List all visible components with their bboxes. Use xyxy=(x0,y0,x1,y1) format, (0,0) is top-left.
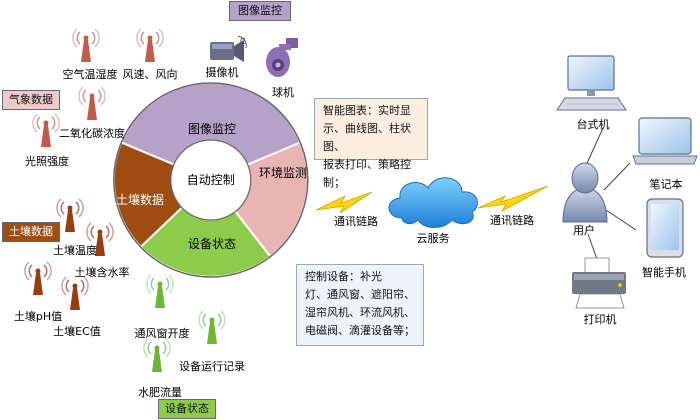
antenna-tower-icon xyxy=(143,338,171,373)
wheel-label-env: 环境监测 xyxy=(259,165,307,180)
wheel-center-circle xyxy=(170,139,252,221)
sensor-soil-ph: 土壤pH值 xyxy=(14,309,62,323)
camera-icon: C xyxy=(210,35,247,62)
antenna-tower-icon xyxy=(24,261,52,296)
tag-weather-data: 气象数据 xyxy=(2,90,60,110)
tag-image-monitor: 图像监控 xyxy=(229,1,291,21)
desktop-label: 台式机 xyxy=(577,117,610,131)
phone-icon xyxy=(646,198,684,258)
sensor-light: 光照强度 xyxy=(25,154,69,168)
tag-device-status: 设备状态 xyxy=(158,399,216,419)
wheel-center-label: 自动控制 xyxy=(187,173,235,187)
camera-label: 摄像机 xyxy=(206,65,239,79)
dome-camera-label: 球机 xyxy=(272,85,294,99)
antenna-tower-icon xyxy=(136,28,164,63)
wheel-label-soil: 土壤数据 xyxy=(116,192,164,207)
phone-label: 智能手机 xyxy=(642,265,686,279)
sensor-soil-temp: 土壤温度 xyxy=(53,243,97,257)
sensor-air-temp-humidity: 空气温湿度 xyxy=(63,67,118,81)
charts-note-line: 示、曲线图、柱状图、 xyxy=(323,122,411,153)
control-note-line: 灯、通风窗、遮阳帘、 xyxy=(305,288,415,301)
link-right-label: 通讯链路 xyxy=(490,213,534,227)
svg-text:C: C xyxy=(240,37,246,46)
wheel-label-image: 图像监控 xyxy=(188,122,236,136)
control-note: 控制设备：补光 灯、通风窗、遮阳帘、 湿帘风机、环流风机、 电磁阀、滴灌设备等； xyxy=(296,264,424,346)
antenna-tower-icon xyxy=(146,274,174,309)
sensor-soil-ec: 土壤EC值 xyxy=(53,324,101,338)
charts-note-line: 智能图表：实时显 xyxy=(323,104,411,117)
user-label: 用户 xyxy=(573,223,595,237)
cloud-icon xyxy=(388,177,478,228)
wheel-label-device: 设备状态 xyxy=(188,237,236,251)
control-note-line: 控制设备：补光 xyxy=(305,270,382,283)
control-note-line: 电磁阀、滴灌设备等； xyxy=(305,324,415,337)
antenna-tower-icon xyxy=(61,276,89,311)
sensor-wind: 风速、风向 xyxy=(123,67,178,81)
cloud-label: 云服务 xyxy=(417,232,450,245)
tag-soil-data: 土壤数据 xyxy=(2,222,60,242)
antenna-tower-icon xyxy=(56,198,84,233)
sensor-device-log: 设备运行记录 xyxy=(179,359,245,373)
sensor-co2: 二氧化碳浓度 xyxy=(59,126,125,140)
lightning-icon xyxy=(477,185,549,213)
sensor-vent: 通风窗开度 xyxy=(135,326,190,340)
antenna-tower-icon xyxy=(32,113,60,148)
sensor-fertigation: 水肥流量 xyxy=(138,385,182,399)
desktop-icon xyxy=(556,55,627,111)
sensor-soil-moisture: 土壤含水率 xyxy=(75,265,130,279)
link-left-label: 通讯链路 xyxy=(334,214,378,228)
antenna-tower-icon xyxy=(198,310,226,345)
laptop-icon xyxy=(632,117,698,165)
antenna-tower-icon xyxy=(72,28,100,63)
printer-label: 打印机 xyxy=(584,312,617,326)
antenna-tower-icon xyxy=(78,86,106,121)
user-icon xyxy=(562,162,608,223)
control-wheel: 自动控制 图像监控 环境监测 设备状态 土壤数据 xyxy=(112,81,309,278)
lightning-icon xyxy=(315,191,373,214)
printer-icon xyxy=(572,257,626,309)
charts-note-line: 报表打印、策略控制； xyxy=(323,158,411,189)
dome-camera-icon xyxy=(266,38,298,77)
control-note-line: 湿帘风机、环流风机、 xyxy=(305,306,415,319)
laptop-label: 笔记本 xyxy=(650,177,683,191)
charts-note: 智能图表：实时显 示、曲线图、柱状图、 报表打印、策略控制； xyxy=(314,98,428,189)
